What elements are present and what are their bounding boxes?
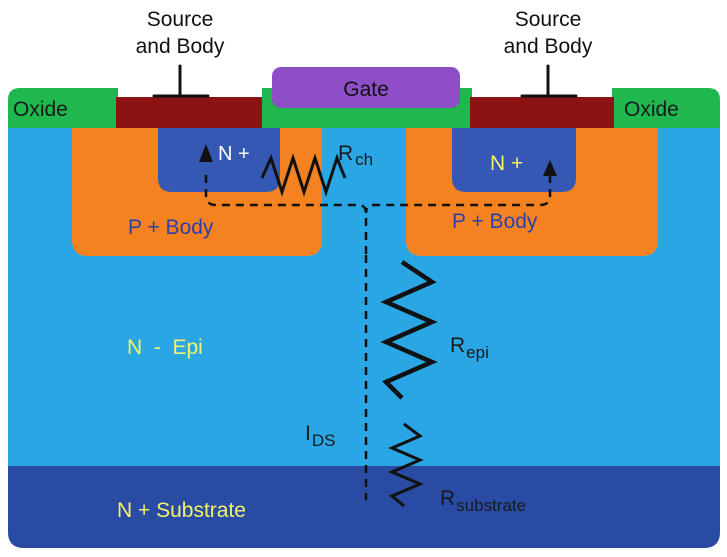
- r-epi-label: Repi: [450, 334, 489, 362]
- r-substrate-sub: substrate: [456, 496, 526, 515]
- gate-electrode: [272, 67, 460, 108]
- gate-label: Gate: [343, 78, 389, 101]
- current-arrow-left-icon: [199, 144, 213, 162]
- p-body-right-label: P + Body: [452, 210, 538, 233]
- n-plus-right-label: N +: [490, 152, 523, 175]
- r-ch-main: R: [338, 142, 353, 165]
- n-epi-label: N - Epi: [127, 336, 203, 359]
- i-ds-label: IDS: [305, 422, 335, 450]
- source-terminal-left: [152, 64, 210, 98]
- source-metal-right: [470, 97, 614, 128]
- source-terminal-right: [520, 64, 578, 98]
- current-path: [204, 175, 552, 500]
- r-substrate-label: Rsubstrate: [440, 487, 526, 515]
- n-plus-left: [158, 126, 280, 192]
- source-body-left-label-line1: Source: [147, 8, 214, 31]
- oxide-left-label: Oxide: [13, 98, 68, 121]
- oxide-right: [612, 88, 720, 128]
- resistor-rsubstrate-icon: [388, 422, 424, 508]
- source-body-right-label-line1: Source: [515, 8, 582, 31]
- i-ds-sub: DS: [312, 431, 336, 450]
- source-metal-left: [116, 97, 262, 128]
- p-body-left-label: P + Body: [128, 216, 214, 239]
- oxide-right-label: Oxide: [624, 98, 679, 121]
- r-epi-main: R: [450, 334, 465, 357]
- n-plus-left-label: N +: [218, 143, 250, 165]
- r-epi-sub: epi: [466, 343, 489, 362]
- n-substrate-label: N + Substrate: [117, 499, 246, 522]
- r-ch-sub: ch: [355, 150, 373, 169]
- oxide-left: [8, 88, 118, 128]
- i-ds-main: I: [305, 422, 311, 445]
- resistor-rch-icon: [260, 153, 347, 197]
- source-body-left-label-line2: and Body: [136, 35, 225, 58]
- source-body-right-label-line2: and Body: [504, 35, 593, 58]
- r-substrate-main: R: [440, 487, 455, 510]
- n-substrate-region: [8, 466, 720, 548]
- current-arrow-right-icon: [543, 160, 557, 176]
- resistor-repi-icon: [380, 260, 438, 400]
